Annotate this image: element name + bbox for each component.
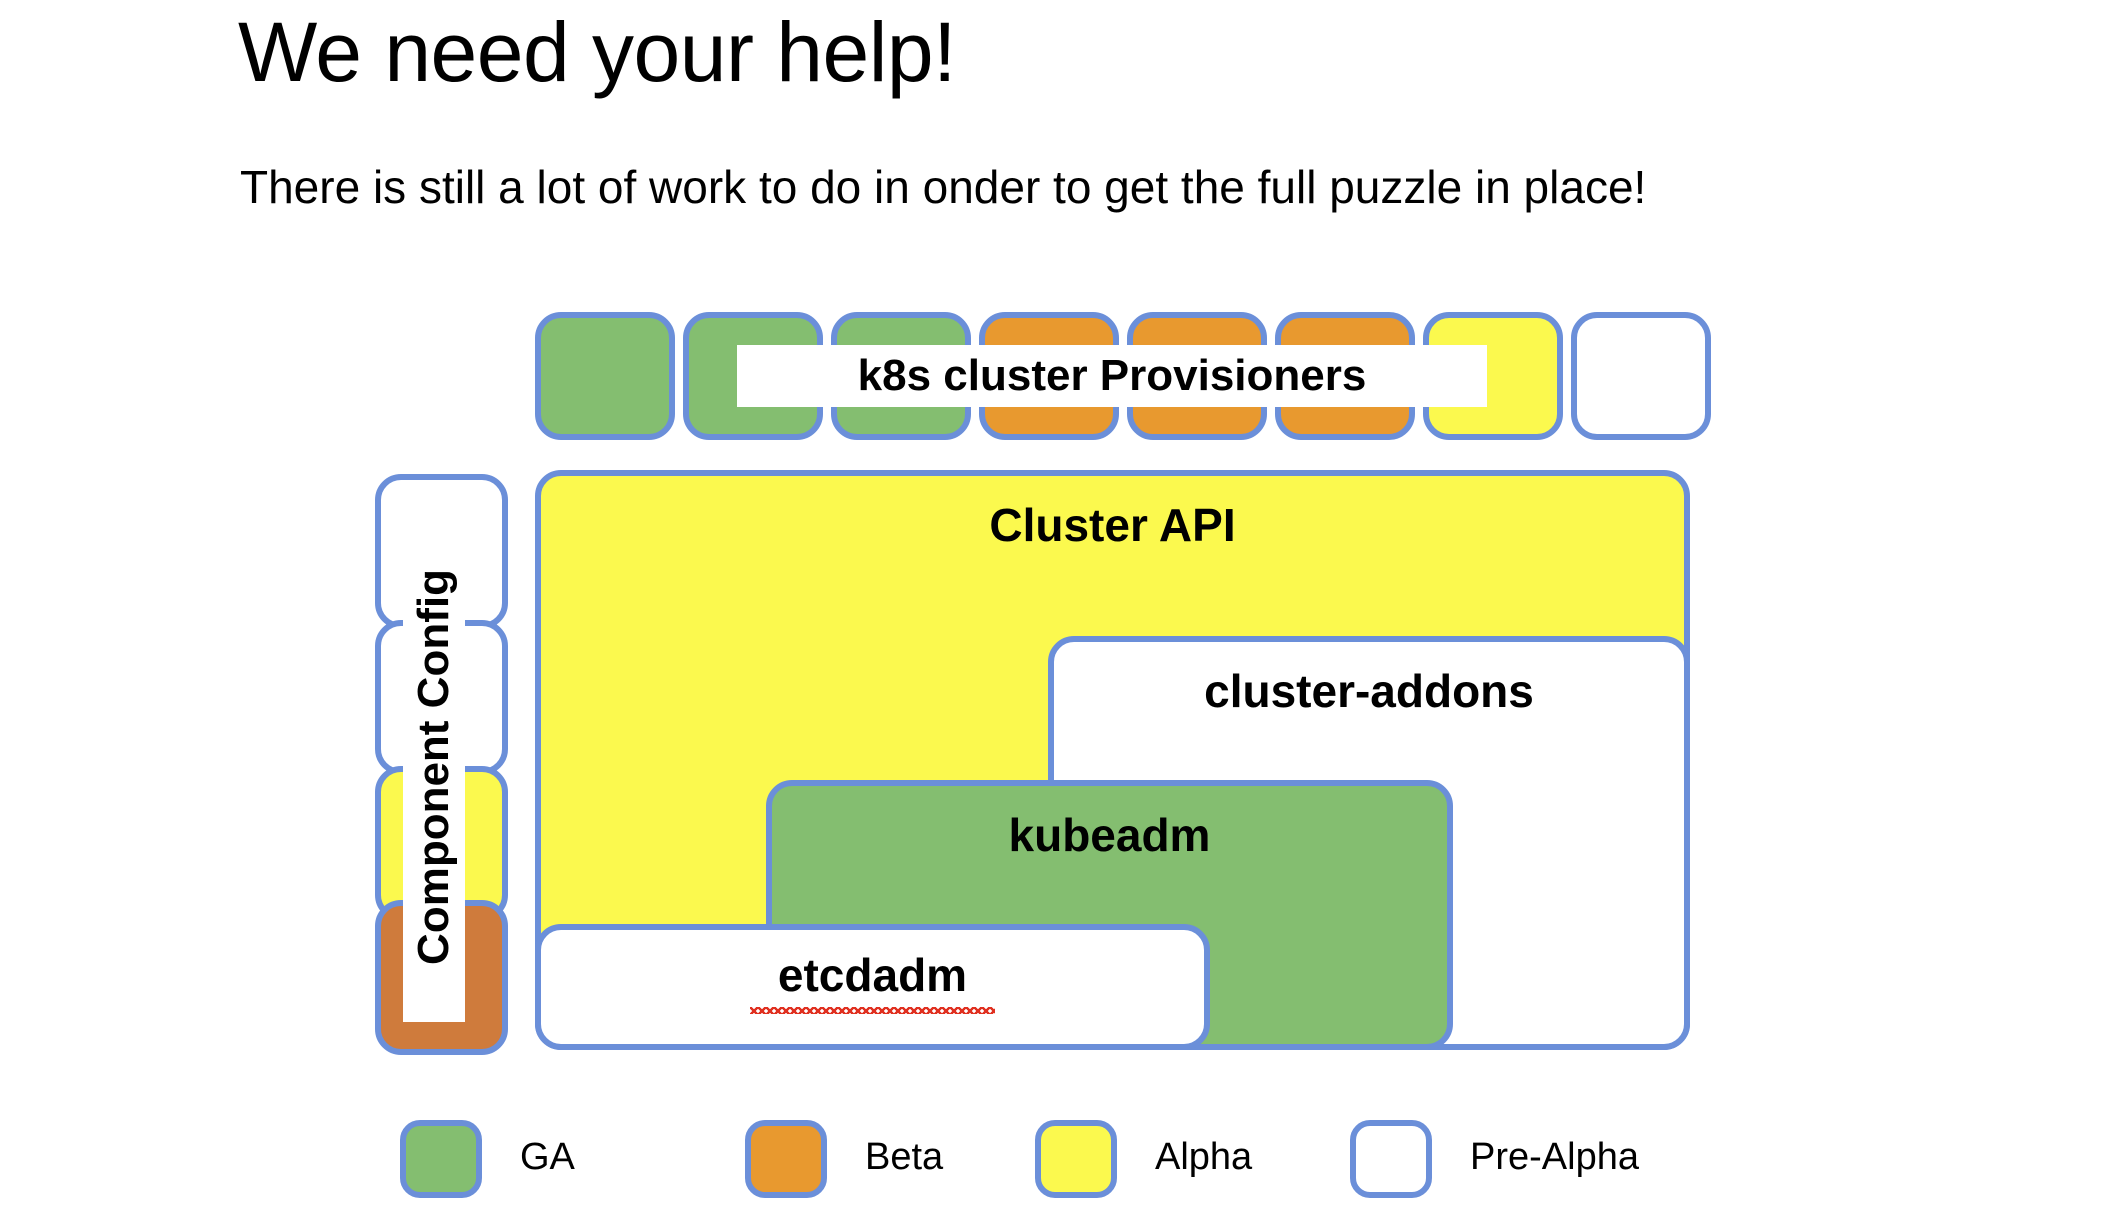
legend-label-prealpha: Pre-Alpha — [1470, 1136, 1639, 1178]
legend-label-beta: Beta — [865, 1136, 944, 1178]
etcdadm-label-wrap: etcdadm — [541, 948, 1204, 1014]
legend-swatch-prealpha — [1350, 1120, 1432, 1198]
legend-label-ga: GA — [520, 1136, 575, 1178]
legend-swatch-ga — [400, 1120, 482, 1198]
cluster-addons-label: cluster-addons — [1204, 665, 1534, 717]
component-config-label: Component Config — [403, 512, 465, 1022]
etcdadm-box[interactable]: etcdadm — [535, 924, 1210, 1050]
legend-swatch-beta — [745, 1120, 827, 1198]
component-config-label-text: Component Config — [409, 569, 459, 965]
kubeadm-label: kubeadm — [1008, 809, 1211, 861]
cluster-api-label: Cluster API — [989, 499, 1236, 551]
provisioner-cell-8[interactable] — [1571, 312, 1711, 440]
status-legend: GA Beta Alpha Pre-Alpha — [0, 1120, 2126, 1220]
provisioner-cell-1[interactable] — [535, 312, 675, 440]
legend-swatch-alpha — [1035, 1120, 1117, 1198]
page-subtitle: There is still a lot of work to do in on… — [240, 161, 1647, 213]
page-title: We need your help! — [238, 5, 956, 99]
etcdadm-label: etcdadm — [749, 948, 996, 1014]
provisioner-row-label: k8s cluster Provisioners — [737, 345, 1487, 407]
legend-label-alpha: Alpha — [1155, 1136, 1253, 1178]
